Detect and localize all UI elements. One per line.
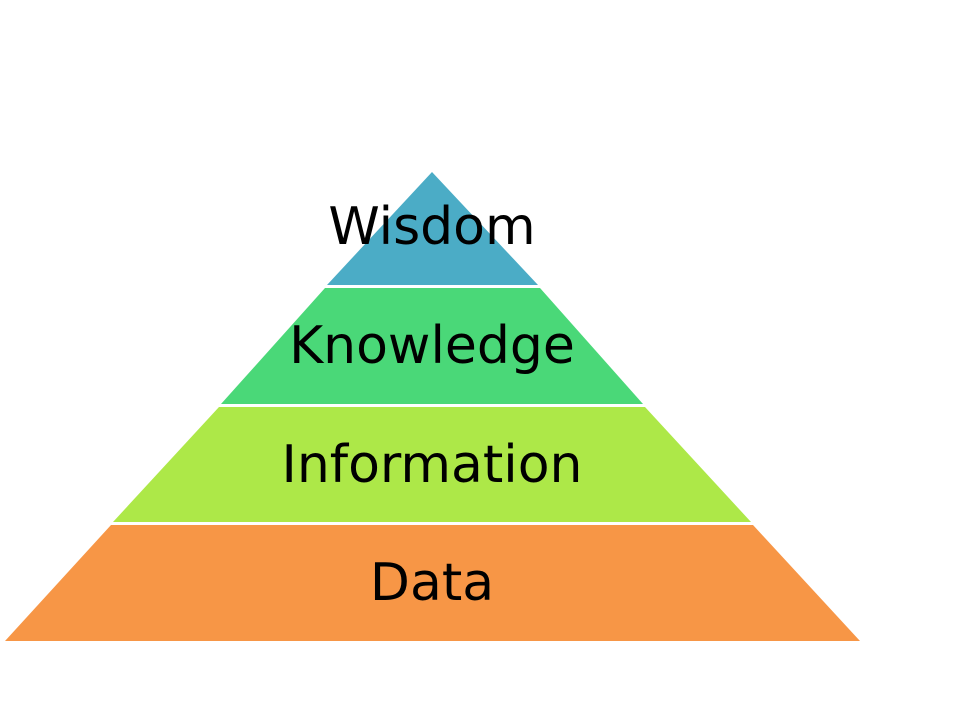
layer-wisdom: [327, 172, 538, 285]
label-information: Information: [281, 435, 583, 495]
label-knowledge: Knowledge: [289, 316, 575, 376]
layer-knowledge: [221, 288, 643, 404]
label-wisdom: Wisdom: [328, 197, 536, 257]
layer-data: [5, 525, 860, 641]
layer-information: [113, 407, 751, 522]
label-data: Data: [369, 553, 495, 613]
